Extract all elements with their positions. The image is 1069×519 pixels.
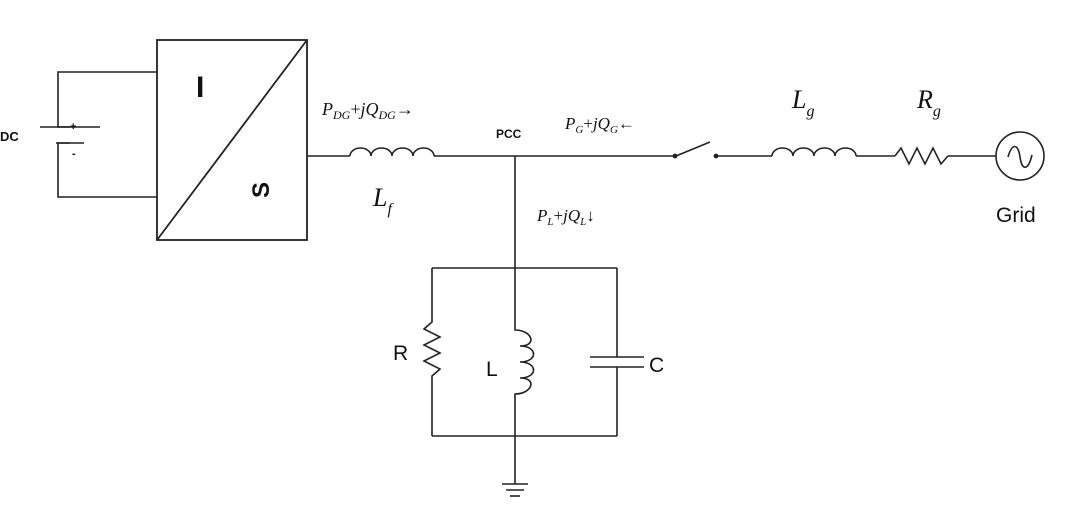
dg-power-flow-label: PDG+jQDG→ [321,99,414,122]
grid-source: Grid [995,131,1045,227]
grid-inductor-coil [771,147,857,157]
inverter-bottom-symbol: S [248,182,275,198]
load-inductor-label: L [486,358,498,381]
pcc-label: PCC [496,127,522,141]
dc-source: DC + - [0,71,157,198]
load-power-flow-label: PL+jQL↓ [536,206,595,228]
battery-plus-sign: + [70,121,76,133]
inverter-top-symbol: I [196,71,204,104]
ac-sine-icon [1007,145,1033,169]
battery-minus-sign: - [72,148,76,160]
inverter-block: I S [156,39,308,241]
load-inductor-coil [514,268,535,436]
grid-switch [672,141,719,159]
filter-inductor-coil [349,147,435,157]
inverter-box [156,39,308,241]
load-capacitor-label: C [649,354,664,377]
load-resistor-label: R [393,342,408,365]
local-load: R L C [393,156,664,437]
grid-label: Grid [996,204,1036,227]
filter-inductor-label: Lf [372,183,394,218]
inverter-diagonal [156,39,308,241]
dc-label: DC [0,129,19,144]
grid-inductor-label: Lg [791,85,814,120]
ac-source-circle [995,131,1045,181]
load-resistor [422,268,442,436]
grid-resistor-zigzag [894,146,949,166]
main-bus [307,141,996,166]
grid-power-flow-label: PG+jQG← [564,114,635,136]
ground-icon [502,436,528,497]
load-capacitor [590,268,644,436]
grid-resistor-label: Rg [916,85,941,120]
